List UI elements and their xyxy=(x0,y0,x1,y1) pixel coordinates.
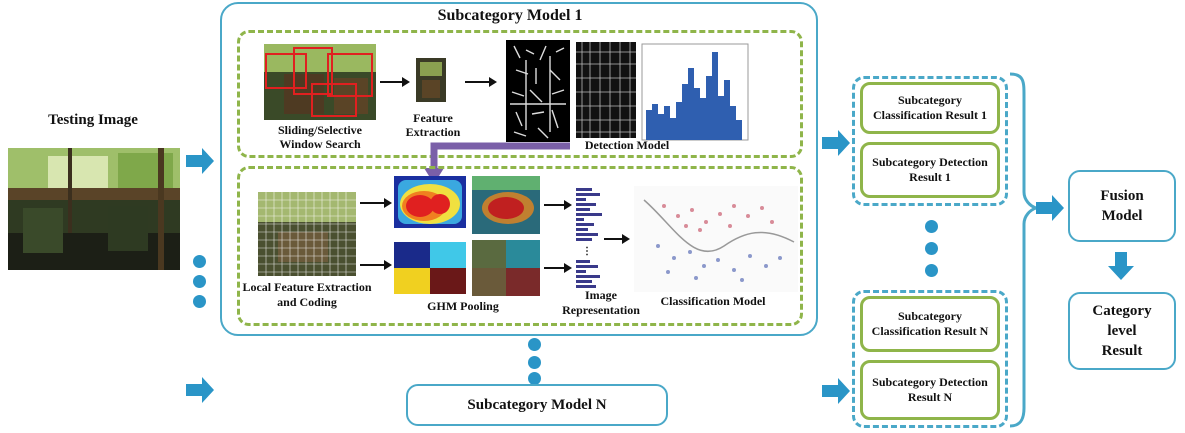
subcategory-model-1-title: Subcategory Model 1 xyxy=(437,7,583,24)
arrow xyxy=(360,260,392,270)
arrow-to-fusion xyxy=(1036,195,1064,221)
image-representation-bars: ⋮ xyxy=(576,188,602,288)
ghm-pooling-label: GHM Pooling xyxy=(427,299,499,313)
local-feature-label: Local Feature Extraction and Coding xyxy=(242,280,372,309)
feature-crop-image xyxy=(416,58,446,102)
category-level-result-box: Category level Result xyxy=(1068,292,1176,370)
sliding-window-image xyxy=(264,44,376,120)
subcategory-model-1-box xyxy=(220,2,818,336)
hog-feature-map xyxy=(506,40,570,142)
subcategory-detection-result-1: Subcategory Detection Result 1 xyxy=(860,142,1000,198)
arrow-to-results-n xyxy=(822,378,850,404)
sliding-window-label: Sliding/Selective Window Search xyxy=(278,123,362,151)
local-feature-grid-image xyxy=(258,192,356,276)
arrow-to-results-1 xyxy=(822,130,850,156)
arrow xyxy=(465,77,497,87)
ellipsis-dot xyxy=(193,275,206,288)
heatmap-icon xyxy=(394,176,466,228)
ghm-quadrant-icon xyxy=(394,242,466,294)
ellipsis-dot xyxy=(193,255,206,268)
feature-extraction-label: Feature Extraction xyxy=(405,111,461,139)
image-representation-label: Image Representation xyxy=(562,288,640,317)
detection-model-label: Detection Model xyxy=(584,138,670,152)
svg-text:⋮: ⋮ xyxy=(582,246,592,257)
ghm-photo-icon xyxy=(472,240,540,296)
results-group-1 xyxy=(852,76,1008,206)
arrow-to-model-1 xyxy=(186,148,214,174)
subcategory-detection-result-n: Subcategory Detection Result N xyxy=(860,360,1000,420)
ellipsis-dot xyxy=(925,264,938,277)
ellipsis-dot xyxy=(925,242,938,255)
histogram-icon xyxy=(641,43,749,141)
fusion-model-box: Fusion Model xyxy=(1068,170,1176,242)
ellipsis-dot xyxy=(528,338,541,351)
arrow xyxy=(544,200,572,210)
ellipsis-dot xyxy=(925,220,938,233)
ellipsis-dot xyxy=(193,295,206,308)
arrow xyxy=(604,234,630,244)
arrow xyxy=(544,263,572,273)
subcategory-classification-result-1: Subcategory Classification Result 1 xyxy=(860,82,1000,134)
ellipsis-dot xyxy=(528,372,541,385)
arrow xyxy=(380,77,410,87)
detection-model-grid xyxy=(576,42,636,138)
arrow-down-to-result xyxy=(1108,252,1134,280)
classification-region xyxy=(237,166,803,326)
testing-image-label: Testing Image xyxy=(48,112,138,128)
classification-model-label: Classification Model xyxy=(660,294,766,308)
results-group-n xyxy=(852,290,1008,428)
subcategory-model-n-box: Subcategory Model N xyxy=(406,384,668,426)
scatter-plot-icon xyxy=(634,186,798,292)
arrow xyxy=(360,198,392,208)
subcategory-classification-result-n: Subcategory Classification Result N xyxy=(860,296,1000,352)
arrow-to-model-n xyxy=(186,377,214,403)
detection-region xyxy=(237,30,803,158)
results-bracket xyxy=(1009,72,1041,428)
ellipsis-dot xyxy=(528,356,541,369)
heatmap-overlay-icon xyxy=(472,176,540,234)
testing-image-thumbnail xyxy=(8,148,180,270)
